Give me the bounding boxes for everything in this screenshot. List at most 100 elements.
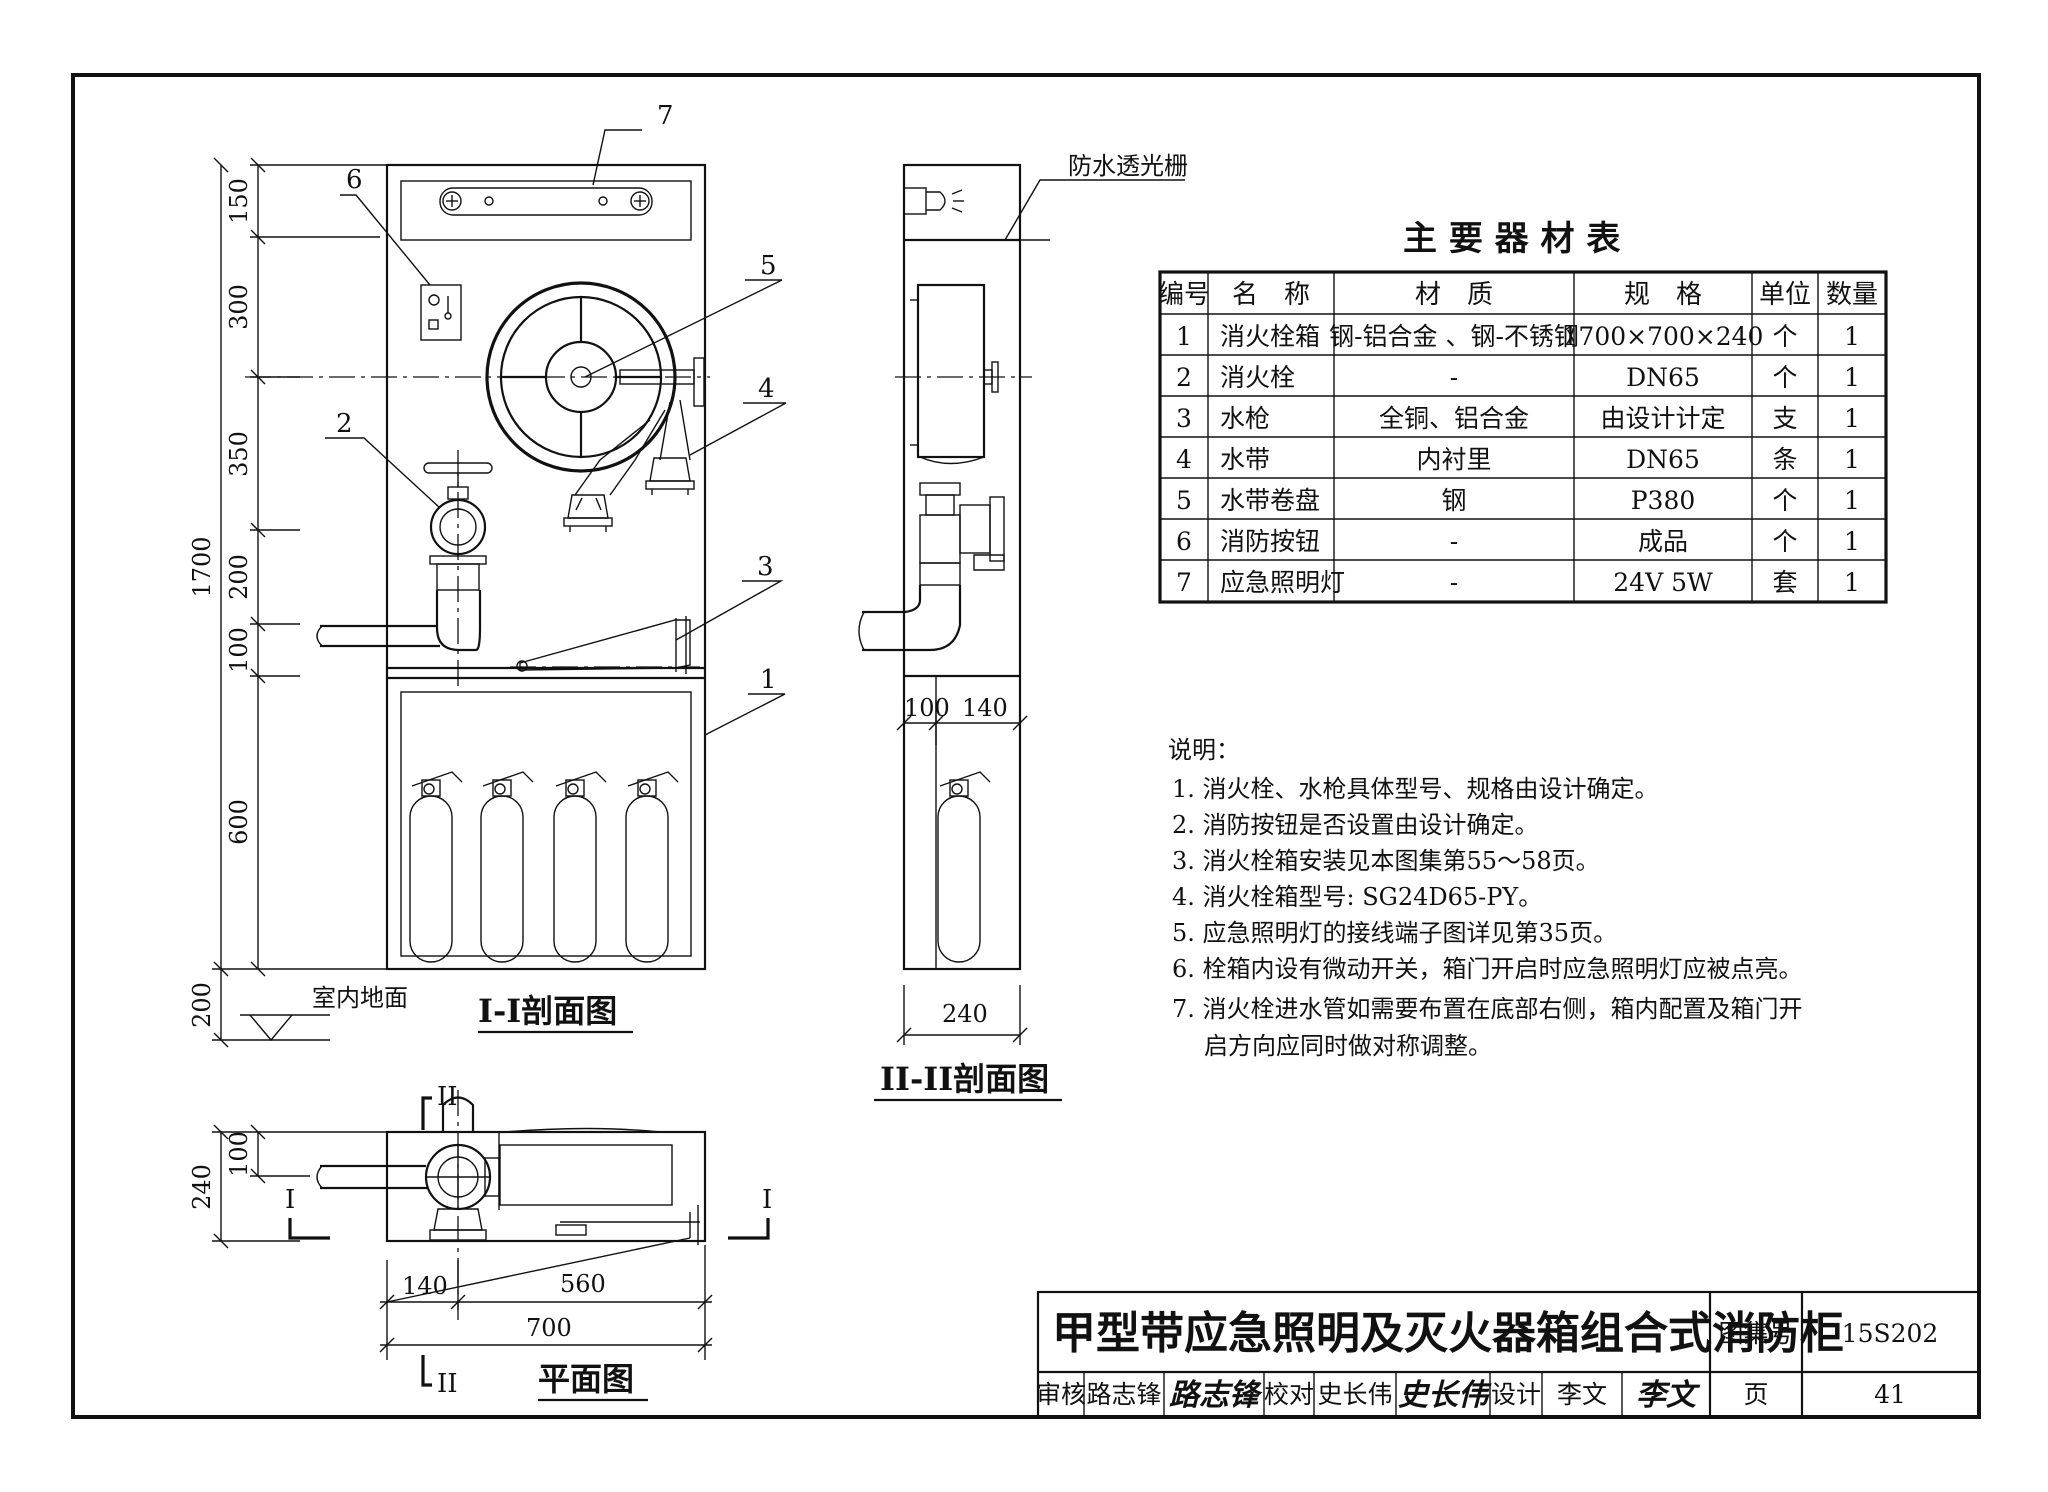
- extinguisher-2-icon: [480, 771, 534, 963]
- section-valve-icon: [858, 482, 1005, 652]
- table-cell: 1: [1844, 322, 1860, 351]
- table-header: 数量: [1826, 280, 1878, 310]
- table-header: 单位: [1759, 280, 1811, 310]
- section-mark-II-top: II: [437, 1082, 458, 1112]
- designer-signature: 李文: [1636, 1378, 1701, 1413]
- table-cell: 全铜、铝合金: [1379, 404, 1529, 433]
- dim-300: 300: [225, 284, 253, 330]
- table-cell: 4: [1176, 445, 1192, 474]
- leader-lines: [325, 129, 787, 736]
- table-cell: 消火栓箱: [1220, 322, 1320, 351]
- table-header: 材 质: [1415, 280, 1493, 310]
- section-1-caption: I-I剖面图: [478, 992, 617, 1030]
- emergency-light-icon: [439, 187, 653, 216]
- floor-label: 室内地面: [312, 984, 408, 1012]
- table-cell: 1: [1176, 322, 1192, 351]
- table-cell: 个: [1772, 363, 1797, 392]
- extinguisher-4-icon: [625, 771, 679, 963]
- table-cell: 5: [1176, 486, 1192, 515]
- section-mark-II-bottom: II: [437, 1369, 458, 1399]
- elevation-dimensions: [212, 157, 387, 1048]
- atlas-label: 图集号: [1718, 1319, 1793, 1348]
- dim-floor: 200: [188, 982, 216, 1028]
- section-extinguisher-icon: [937, 771, 991, 963]
- part-label-4: 4: [758, 374, 775, 404]
- cabinet-outline: [385, 163, 707, 971]
- table-cell: -: [1450, 363, 1458, 392]
- section-dimensions: [896, 700, 1028, 1045]
- table-cell: 条: [1772, 445, 1797, 474]
- table-cell: -: [1450, 568, 1458, 597]
- grille-leader: [1004, 179, 1185, 241]
- note-item: 启方向应同时做对称调整。: [1204, 1032, 1492, 1060]
- section-dim-140: 140: [962, 694, 1008, 722]
- table-header: 名 称: [1232, 280, 1310, 310]
- table-cell: 水枪: [1220, 404, 1270, 433]
- table-cell: 水带: [1220, 445, 1270, 474]
- table-cell: 消火栓: [1220, 363, 1295, 392]
- note-item: 4. 消火栓箱型号: SG24D65-PY。: [1172, 883, 1542, 911]
- extinguisher-icons: [409, 771, 679, 963]
- table-cell: 消防按钮: [1220, 527, 1320, 556]
- table-cell: 应急照明灯: [1220, 568, 1345, 597]
- table-cell: 支: [1772, 404, 1797, 433]
- table-cell: 水带卷盘: [1220, 486, 1320, 515]
- nozzle-icon: [510, 616, 700, 674]
- table-header: 规 格: [1624, 280, 1702, 310]
- floor-level-marker: [240, 1014, 330, 1042]
- table-grid: [1160, 272, 1886, 602]
- table-cell: 内衬里: [1416, 445, 1491, 474]
- dim-350: 350: [225, 431, 253, 477]
- table-cell: 个: [1772, 322, 1797, 351]
- note-item: 2. 消防按钮是否设置由设计确定。: [1172, 811, 1539, 839]
- table-cell: 1: [1844, 363, 1860, 392]
- note-item: 7. 消火栓进水管如需要布置在底部右侧，箱内配置及箱门开: [1172, 995, 1803, 1023]
- check-label: 校对: [1264, 1380, 1314, 1409]
- plan-dim-100: 100: [225, 1131, 253, 1177]
- table-cell: 1: [1844, 527, 1860, 556]
- table-header: 编号: [1158, 280, 1210, 310]
- table-cell: 套: [1772, 568, 1797, 597]
- hydrant-valve-icon: [316, 462, 493, 652]
- table-cell: -: [1450, 527, 1458, 556]
- table-cell: 个: [1772, 527, 1797, 556]
- section-dim-240: 240: [942, 1000, 988, 1028]
- part-label-6: 6: [346, 165, 363, 195]
- plan-dim-140: 140: [402, 1272, 448, 1300]
- dim-100: 100: [225, 627, 253, 673]
- title-block: 甲型带应急照明及灭火器箱组合式消防柜 图集号 15S202 审核 路志锋 路志锋…: [1036, 1290, 1981, 1419]
- grille-label: 防水透光栅: [1068, 152, 1188, 180]
- extinguisher-1-icon: [409, 771, 463, 963]
- page-label: 页: [1743, 1380, 1768, 1409]
- table-header-row: 编号 名 称 材 质 规 格 单位 数量: [1158, 280, 1878, 310]
- table-cell: 个: [1772, 486, 1797, 515]
- table-cell: 1: [1844, 445, 1860, 474]
- plan-valve-icon: [316, 1096, 500, 1241]
- table-cell: 钢-铝合金 、钢-不锈钢: [1329, 322, 1579, 351]
- light-compartment: [400, 180, 692, 241]
- table-cell: 1: [1844, 486, 1860, 515]
- plan-dim-700: 700: [526, 1314, 572, 1342]
- plan-reel-icon: [498, 1127, 673, 1210]
- plan-caption: 平面图: [538, 1360, 634, 1398]
- atlas-number: 15S202: [1842, 1319, 1939, 1348]
- plan-dim-560: 560: [560, 1270, 606, 1298]
- extinguisher-3-icon: [553, 771, 607, 963]
- section-reel-icon: [910, 283, 999, 465]
- drawing-title: 甲型带应急照明及灭火器箱组合式消防柜: [1052, 1308, 1844, 1359]
- note-item: 3. 消火栓箱安装见本图集第55～58页。: [1172, 847, 1600, 875]
- table-cell: 3: [1176, 404, 1192, 433]
- plan-outline: [385, 1130, 707, 1243]
- title-block-frame: [1036, 1290, 1981, 1419]
- section-light-icon: [903, 187, 964, 215]
- table-cell: 钢: [1441, 486, 1466, 515]
